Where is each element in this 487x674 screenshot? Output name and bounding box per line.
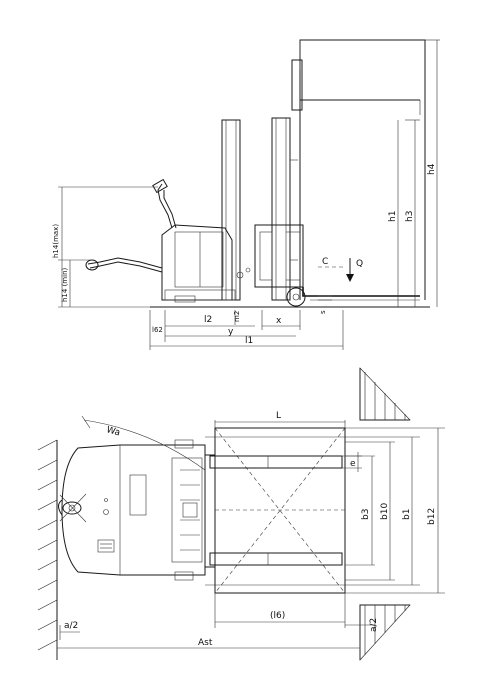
label-c: C: [322, 257, 328, 267]
label-h3: h3: [405, 211, 415, 222]
label-h1: h1: [388, 211, 398, 222]
label-b1: b1: [402, 509, 412, 520]
label-m2: m2: [233, 311, 241, 322]
fork-lower: [209, 552, 343, 566]
top-view: Wa L e b3 b10 b1 b12 (l6): [37, 367, 445, 661]
label-wa: Wa: [105, 425, 121, 438]
side-view: h14(max) h14 (min) h4 h3 h1 C Q s x m2 l…: [52, 39, 440, 350]
label-b10: b10: [380, 503, 390, 520]
label-q: Q: [356, 259, 363, 269]
truck-top: [58, 439, 206, 581]
label-ast: Ast: [198, 638, 213, 648]
extended-mast: [291, 39, 426, 300]
truck-body: [85, 178, 251, 303]
label-h14-min: h14 (min): [61, 268, 69, 303]
label-l: L: [276, 411, 281, 421]
wall-bottom-right: [359, 604, 411, 661]
mast: [221, 117, 298, 301]
label-l1: l1: [245, 336, 253, 346]
fork-upper: [209, 455, 343, 469]
label-x: x: [276, 316, 282, 326]
wall-left: [37, 439, 58, 660]
label-h4: h4: [427, 163, 437, 175]
label-b3: b3: [361, 509, 371, 520]
fork-carriage: [254, 224, 420, 307]
label-y: y: [228, 327, 234, 337]
label-h14-max: h14(max): [52, 224, 60, 258]
wall-top-right: [359, 367, 411, 421]
label-e: e: [350, 459, 356, 469]
label-l2: l2: [204, 315, 212, 325]
label-a-half-right: a/2: [369, 618, 379, 632]
label-l62: l62: [152, 326, 163, 334]
label-l6: (l6): [270, 611, 285, 621]
label-b12: b12: [427, 508, 437, 525]
label-s: s: [319, 310, 327, 314]
label-a-half-left: a/2: [64, 621, 78, 631]
